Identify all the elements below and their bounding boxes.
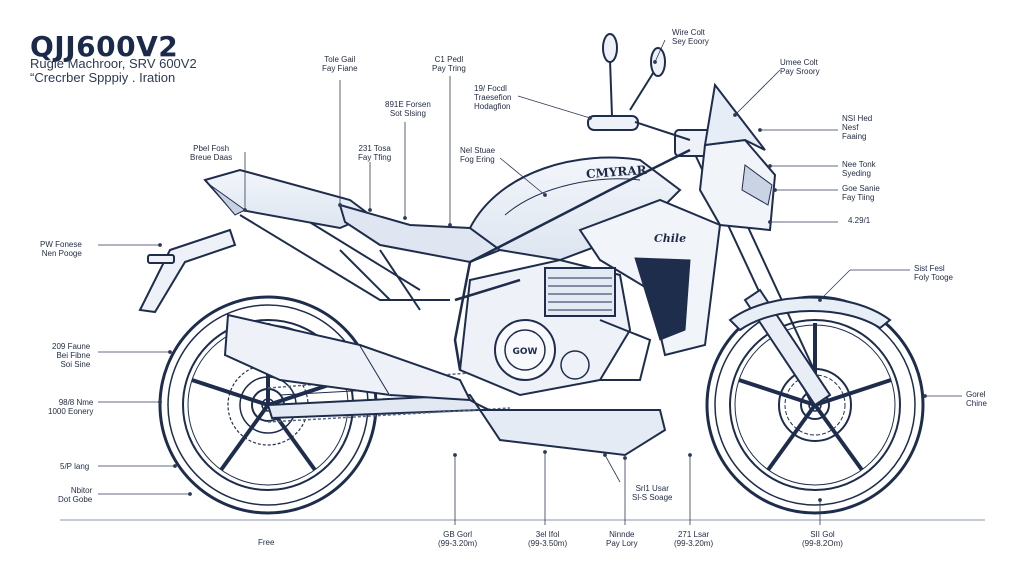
callout-bottom-1: Free: [258, 538, 275, 547]
front-fender: [728, 296, 892, 332]
rear-fender: [138, 228, 237, 314]
windscreen: [703, 82, 766, 151]
tank-brand-text: CMYRAR: [585, 162, 648, 182]
main-frame: [453, 148, 691, 371]
diagram-subtitle-line-2: “Crecrber Spppiy . Iration: [30, 70, 176, 85]
fairing-brand-text: Chile: [654, 232, 687, 245]
callout-bottom-5: 271 Lsar(99-3.20m): [674, 530, 714, 548]
callout-bottom-6: SII Gol(99-8.2Om): [802, 530, 843, 548]
engine-badge: GOW: [513, 347, 538, 357]
handlebar: [587, 33, 691, 141]
callout-bottom-2: GB Gorl(99-3.20m): [438, 530, 478, 548]
seat: [338, 203, 503, 264]
engine: [458, 258, 652, 397]
callout-right-code: 4.29/1: [848, 216, 871, 225]
fairing-vent: [634, 257, 691, 341]
diagram-subtitle: Rugle Machroor, SRV 600V2: [30, 56, 197, 71]
diagram-title: QJJ600V2: [30, 30, 179, 63]
belly-pan: [478, 409, 667, 457]
exhaust: [223, 313, 641, 435]
callout-bottom-3: 3el Ifol(99-3.50m): [528, 530, 568, 548]
callout-left-chain: 5/P lang: [60, 462, 90, 471]
